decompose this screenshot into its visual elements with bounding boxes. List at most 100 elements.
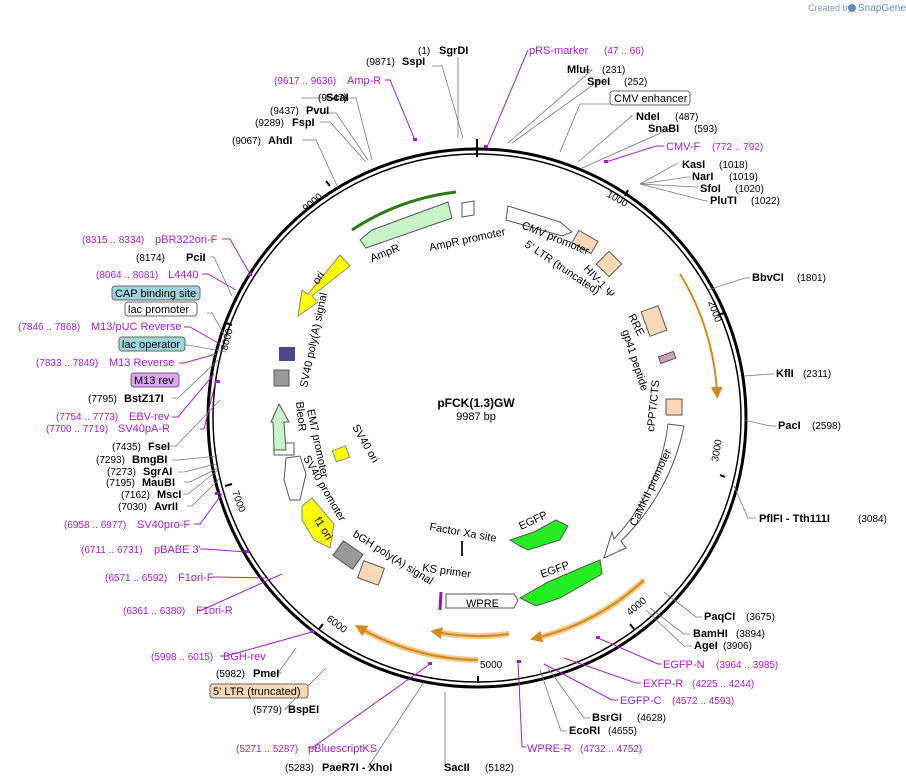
primer-pos-egfp-c: (4572 .. 4593) <box>672 696 734 707</box>
site-pos-pflfi: (3084) <box>858 514 887 525</box>
site-pos-fspi: (9289) <box>255 118 284 129</box>
primer-name-ebv-rev: EBV-rev <box>129 411 170 423</box>
primer-pos-m13puc-reverse: (7846 .. 7868) <box>18 322 80 333</box>
gp41-feature <box>657 350 677 365</box>
site-pos-ndei: (487) <box>675 112 698 123</box>
site-name-snabi: SnaBI <box>648 123 679 135</box>
feature-label-gp41: gp41 peptide <box>619 328 650 392</box>
site-pos-pvui: (9437) <box>270 106 299 117</box>
site-pos-msci: (7162) <box>121 490 150 501</box>
primer-pos-egfp-n: (3964 .. 3985) <box>716 660 778 671</box>
primer-name-f1ori-r: F1ori-R <box>196 605 233 617</box>
site-name-bsrgi: BsrGI <box>592 712 622 724</box>
site-pos-bsrgi: (4628) <box>637 713 666 724</box>
primer-pos-wpre-r: (4732 .. 4752) <box>580 744 642 755</box>
primer-name-amp-r: Amp-R <box>347 75 381 87</box>
ampr-outer-arrow <box>351 190 457 232</box>
site-name-sgrdi: SgrDI <box>439 45 468 57</box>
site-pos-kasi: (1018) <box>719 160 748 171</box>
site-name-pvui: PvuI <box>306 105 329 117</box>
primer-name-prs-marker: pRS-marker <box>529 45 589 57</box>
site-pos-fsei: (7435) <box>112 442 141 453</box>
feature-label-ampr-promoter: AmpR promoter <box>428 226 507 254</box>
rre-feature <box>640 305 668 337</box>
primer-name-f1ori-f: F1ori-F <box>178 572 214 584</box>
site-name-ecori: EcoRI <box>569 725 600 737</box>
ampr-promoter-feature <box>461 200 475 218</box>
primer-pos-bgh-rev: (5998 .. 6015) <box>151 652 213 663</box>
primer-pos-prs-marker: (47 .. 66) <box>604 46 644 57</box>
site-name-sfoi: SfoI <box>700 183 721 195</box>
grey-feature-2 <box>332 540 364 570</box>
bleor-feature <box>270 402 290 451</box>
plasmid-name: pFCK(1.3)GW <box>437 396 515 410</box>
box-m13-rev <box>130 372 180 388</box>
primer-name-egfp-n: EGFP-N <box>663 659 705 671</box>
box-label-5ltr-truncated: 5' LTR (truncated) <box>213 686 300 698</box>
feature-label-wpre: WPRE <box>466 598 499 610</box>
primer-pos-pbluescriptks: (5271 .. 5287) <box>236 744 298 755</box>
hiv-psi-feature <box>595 250 623 278</box>
site-pos-paqci: (3675) <box>746 612 775 623</box>
site-pos-spei: (252) <box>624 77 647 88</box>
primer-name-l4440: L4440 <box>168 269 199 281</box>
primer-name-pbr322ori-f: pBR322ori-F <box>155 234 218 246</box>
site-name-msci: MscI <box>157 489 181 501</box>
sv40-promoter-feature <box>283 455 307 501</box>
primer-name-pbabe3: pBABE 3' <box>154 544 201 556</box>
site-pos-mlui: (231) <box>602 65 625 76</box>
primer-leader-lines <box>172 49 664 749</box>
box-lac-operator <box>118 336 186 352</box>
primer-name-pbluescriptks: pBluescriptKS <box>308 743 377 755</box>
site-pos-sfoi: (1020) <box>735 184 764 195</box>
box-label-cmv-enhancer: CMV enhancer <box>614 93 688 105</box>
site-name-spei: SpeI <box>587 76 610 88</box>
site-pos-snabi: (593) <box>694 124 717 135</box>
site-pos-sgrai: (7273) <box>107 467 136 478</box>
tick-label-5000: 5000 <box>480 660 503 671</box>
bgh-polya-feature <box>356 560 386 586</box>
site-name-sgrai: SgrAI <box>143 466 172 478</box>
feature-label-bleor: BleoR <box>293 401 308 432</box>
site-pos-paci: (2598) <box>812 421 841 432</box>
sv40pa-feature <box>279 347 295 361</box>
tick-label-3000: 3000 <box>710 438 725 462</box>
site-name-agei: AgeI <box>694 640 718 652</box>
grey-block-feature <box>273 369 290 387</box>
site-pos-sacii: (5182) <box>485 763 514 774</box>
site-name-scai: ScaI <box>326 92 349 104</box>
wpre-feature <box>445 593 519 609</box>
sv40-ori-feature <box>331 445 351 463</box>
primer-pos-pbr322ori-f: (8315 .. 8334) <box>82 235 144 246</box>
primer-name-sv40pa-r: SV40pA-R <box>118 423 170 435</box>
box-cap-binding-site <box>111 285 201 301</box>
feature-label-sv40-ori: SV40 ori <box>349 423 380 466</box>
leader-lines <box>170 57 776 768</box>
egfp-outer-feature <box>518 559 603 607</box>
site-pos-ahdi: (9067) <box>232 136 261 147</box>
site-pos-pcii: (8174) <box>136 253 165 264</box>
site-name-ndei: NdeI <box>636 111 660 123</box>
site-pos-agei: (3906) <box>723 641 752 652</box>
site-pos-scai: (9547) <box>318 93 347 104</box>
box-cmv-enhancer <box>609 90 691 106</box>
site-name-sacii: SacII <box>444 762 470 774</box>
tick-marks <box>224 180 726 683</box>
site-pos-paer7i: (5283) <box>285 763 314 774</box>
site-pos-sgrdi: (1) <box>418 46 430 57</box>
ks-primer-feature <box>438 591 443 611</box>
primer-name-m13puc-reverse: M13/pUC Reverse <box>91 321 181 333</box>
primer-name-egfp-c: EGFP-C <box>620 695 662 707</box>
site-name-paci: PacI <box>778 420 801 432</box>
site-pos-bamhi: (3894) <box>736 629 765 640</box>
site-pos-kfli: (2311) <box>803 369 831 380</box>
site-name-paqci: PaqCI <box>704 611 735 623</box>
site-name-pmei: PmeI <box>253 668 279 680</box>
site-pos-bspei: (5779) <box>253 705 282 716</box>
site-name-pcii: PciI <box>186 252 206 264</box>
site-name-nari: NarI <box>692 171 713 183</box>
site-name-maubi: MauBI <box>142 477 175 489</box>
f1-ori-feature <box>301 497 335 549</box>
primer-pos-pbabe3: (6711 .. 6731) <box>81 545 143 556</box>
site-pos-pluti: (1022) <box>751 196 780 207</box>
